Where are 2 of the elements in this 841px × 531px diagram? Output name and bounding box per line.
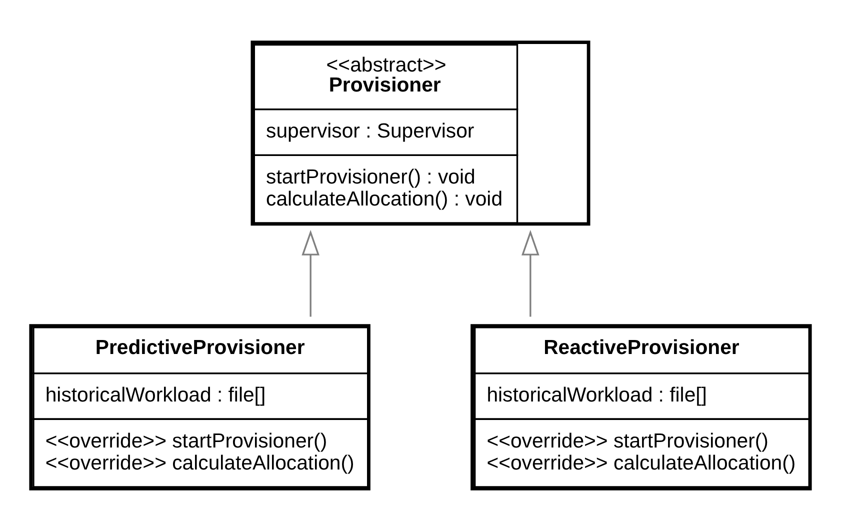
arrow bbox=[522, 230, 540, 317]
arrow bbox=[302, 230, 320, 317]
